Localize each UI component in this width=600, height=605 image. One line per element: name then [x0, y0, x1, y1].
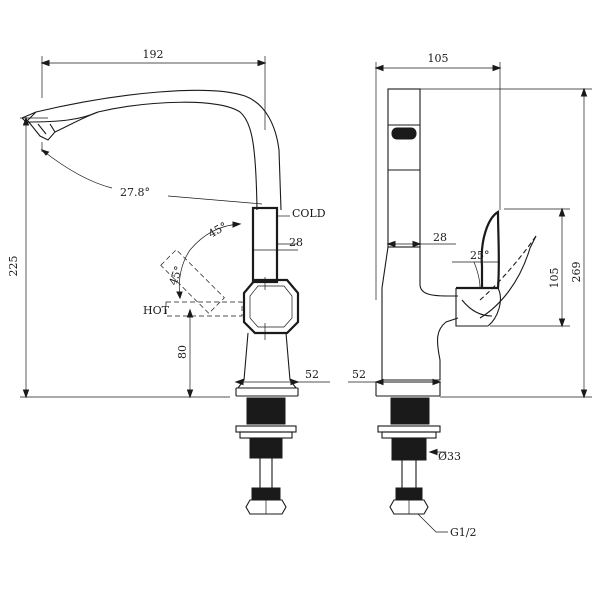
front-height-dimension: 225 [7, 116, 230, 399]
side-lever-height-label: 105 [548, 268, 561, 289]
front-body-height-label: 80 [176, 345, 189, 359]
side-base-label: 52 [352, 368, 366, 381]
front-width-label: 192 [143, 48, 164, 61]
side-view: 105 269 105 [348, 52, 592, 539]
hot-rotated-handle: 45° HOT [143, 249, 243, 317]
side-width-label: 105 [428, 52, 449, 65]
side-lever-angle-label: 25° [470, 249, 490, 262]
spout-angle-label: 27.8° [120, 186, 150, 199]
front-height-label: 225 [7, 256, 20, 277]
hot-angle-label: 45° [167, 264, 186, 287]
front-width-dimension: 192 [40, 48, 267, 130]
side-shank: Ø33 G1/2 [377, 397, 477, 539]
hot-label: HOT [143, 304, 170, 317]
front-handle: COLD 28 [251, 206, 326, 284]
side-lever-height-dimension: 105 [490, 207, 570, 328]
front-view: 192 225 27.8° [7, 48, 330, 515]
front-handle-dim-label: 28 [289, 236, 303, 249]
side-height-dimension: 269 [420, 87, 592, 399]
thread-label: G1/2 [450, 526, 477, 539]
front-base-label: 52 [305, 368, 319, 381]
side-width-dimension: 105 [374, 52, 502, 300]
side-lever: 25° [452, 210, 537, 327]
front-shank [235, 397, 297, 515]
side-handle-dim-label: 28 [433, 231, 447, 244]
shank-diameter-label: Ø33 [438, 450, 461, 463]
cold-angle-label: 45° [206, 220, 229, 241]
front-spout [21, 89, 282, 211]
side-height-label: 269 [570, 262, 583, 283]
spout-angle-dimension: 27.8° [40, 142, 263, 205]
front-base-dimension: 52 [234, 368, 330, 386]
front-body [235, 277, 300, 397]
front-body-height-dimension: 80 [176, 308, 194, 399]
cold-label: COLD [292, 207, 326, 220]
side-body [375, 88, 459, 397]
side-handle-dimension: 28 [386, 231, 456, 248]
side-base-dimension: 52 [348, 368, 442, 386]
